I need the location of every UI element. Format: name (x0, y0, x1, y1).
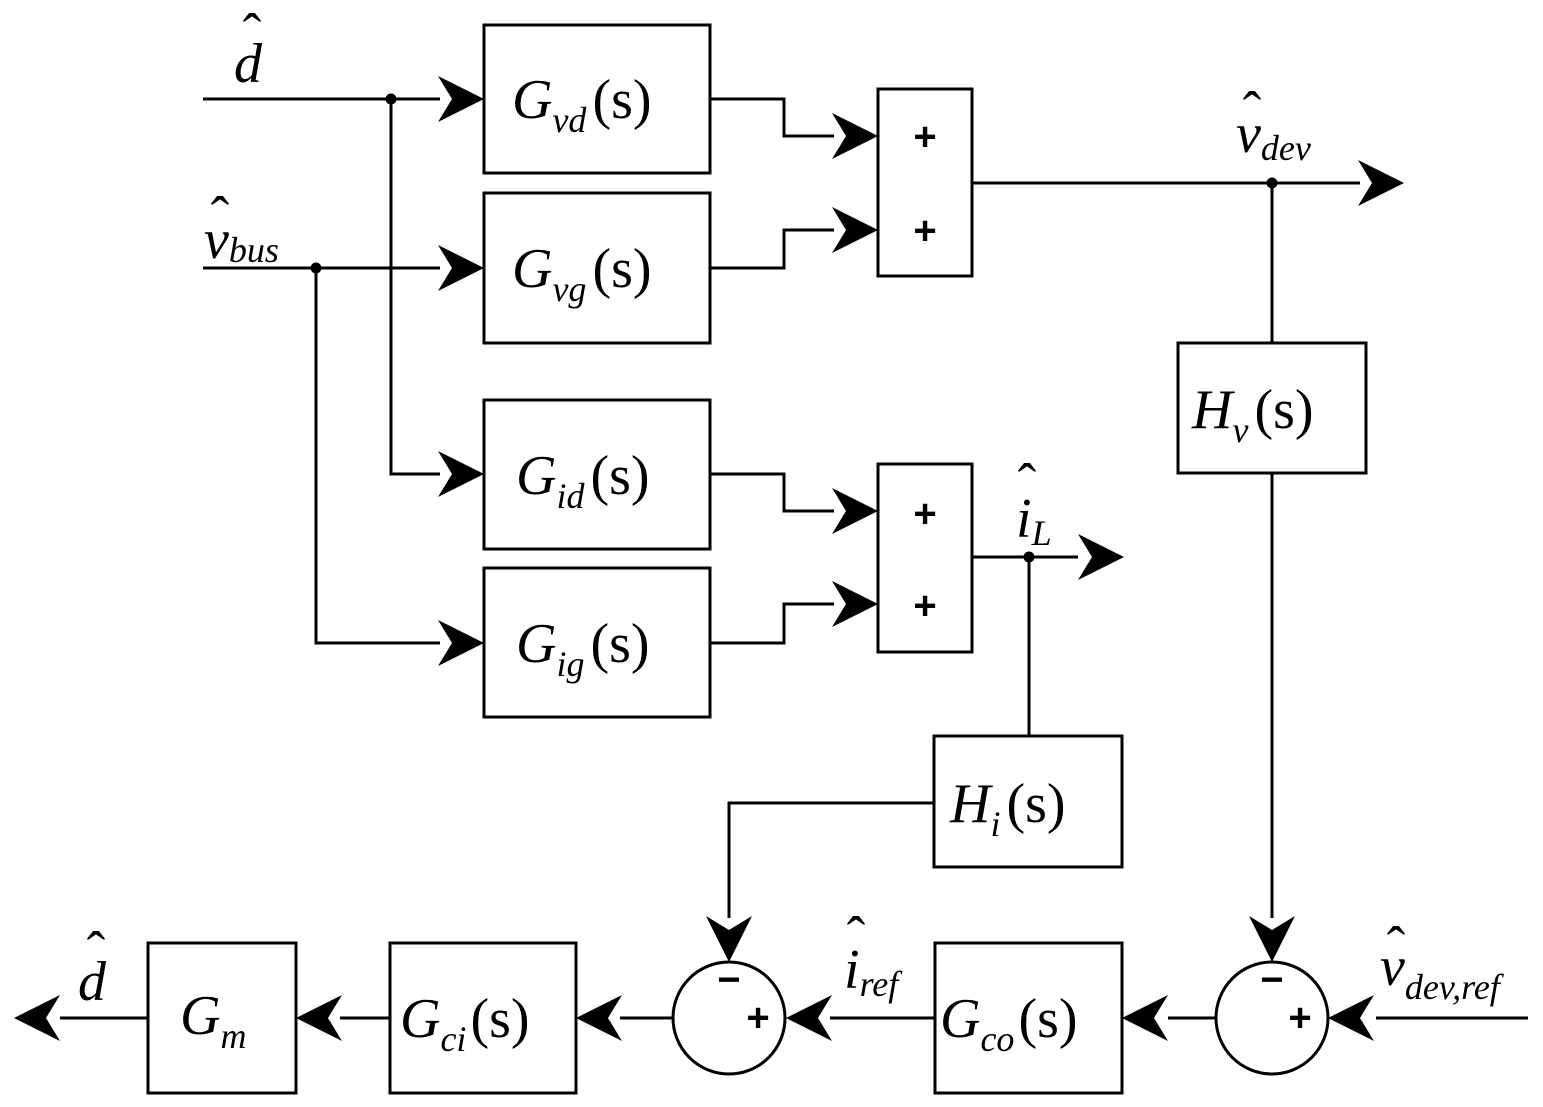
svg-text:vbus: vbus (204, 209, 279, 271)
svg-text:Gvg(s): Gvg(s) (512, 238, 652, 309)
svg-text:ˆ: ˆ (87, 921, 106, 983)
block-hi: Hi(s) (932, 734, 1124, 869)
junction-dot-il (1023, 551, 1035, 563)
arrow-into-sum-left (786, 995, 832, 1041)
label-vdev-ref: vdev,ref ˆ (1380, 916, 1505, 1007)
svg-text:iL: iL (1016, 488, 1052, 553)
svg-text:Gci(s): Gci(s) (400, 988, 530, 1059)
wire-gid-out (710, 472, 834, 513)
arrow-into-gvg (438, 245, 484, 291)
plus-sign: + (913, 492, 936, 536)
svg-text:Gig(s): Gig(s) (516, 613, 650, 684)
label-vbus: vbus ˆ (204, 186, 279, 271)
plus-sign: + (913, 584, 936, 628)
plus-sign: + (913, 115, 936, 159)
arrow-into-sum-right-top (1249, 916, 1295, 962)
minus-sign: − (717, 958, 740, 1002)
plus-sign: + (913, 209, 936, 253)
block-gci: Gci(s) (388, 941, 578, 1095)
wire-gvg-out (710, 228, 834, 270)
summer-current: + + (876, 462, 974, 654)
wire-vbus-branch (314, 268, 440, 645)
label-iref: iref ˆ (844, 906, 903, 1004)
svg-text:ˆ: ˆ (1387, 916, 1406, 978)
arrow-into-gvd (438, 76, 484, 122)
svg-text:Gid(s): Gid(s) (516, 445, 650, 516)
svg-text:vdev: vdev (1236, 103, 1311, 168)
svg-text:ˆ: ˆ (1018, 453, 1037, 515)
summer-voltage: + + (876, 87, 974, 278)
arrow-into-sum1-bot (832, 207, 878, 253)
arrow-into-gm (296, 995, 342, 1041)
arrow-into-sum1-top (832, 113, 878, 159)
junction-dot-vdev (1266, 177, 1278, 189)
arrow-into-sum-left-top (706, 916, 752, 962)
junction-dot-vbus (310, 262, 322, 274)
arrow-il-out (1078, 534, 1124, 580)
block-gig: Gig(s) (482, 566, 712, 719)
svg-text:iref: iref (844, 939, 903, 1004)
svg-text:d: d (78, 951, 107, 1013)
svg-text:Hi(s): Hi(s) (949, 773, 1066, 844)
arrowheads (14, 76, 1404, 1041)
plus-sign: + (746, 996, 769, 1040)
arrow-into-gci (576, 995, 622, 1041)
sum-junction-voltage: − + (1214, 958, 1330, 1076)
svg-text:d: d (234, 33, 263, 95)
svg-text:Hv(s): Hv(s) (1191, 379, 1314, 450)
svg-text:vdev,ref: vdev,ref (1380, 936, 1505, 1007)
arrow-d-out (14, 995, 60, 1041)
arrow-into-sum-right (1328, 995, 1374, 1041)
arrow-into-sum2-bot (832, 581, 878, 627)
arrow-vdev-out (1358, 160, 1404, 206)
block-gco: Gco(s) (933, 941, 1124, 1095)
block-gvg: Gvg(s) (482, 191, 712, 345)
minus-sign: − (1260, 958, 1283, 1002)
label-d-input: d ˆ (234, 3, 263, 95)
wire-gvd-out (710, 97, 834, 138)
block-hv: Hv(s) (1176, 341, 1368, 475)
arrow-into-gig (438, 620, 484, 666)
junction-dot-d (385, 93, 397, 105)
svg-text:Gvd(s): Gvd(s) (512, 69, 652, 140)
svg-text:ˆ: ˆ (1243, 81, 1262, 143)
svg-text:Gco(s): Gco(s) (940, 988, 1078, 1059)
svg-text:Gm: Gm (180, 985, 246, 1056)
wire-d-branch (389, 99, 440, 476)
wire-gig-out (710, 602, 834, 645)
svg-text:ˆ: ˆ (211, 186, 230, 248)
arrow-into-sum2-top (832, 488, 878, 534)
block-gvd: Gvd(s) (482, 23, 712, 175)
sum-junction-current: − + (671, 958, 787, 1076)
svg-text:ˆ: ˆ (243, 3, 262, 65)
block-gm: Gm (146, 941, 298, 1095)
wire-hi-to-sum (727, 801, 934, 918)
arrow-into-gid (438, 451, 484, 497)
block-gid: Gid(s) (482, 398, 712, 551)
label-d-output: d ˆ (78, 921, 107, 1013)
svg-text:ˆ: ˆ (847, 906, 866, 968)
plus-sign: + (1288, 996, 1311, 1040)
label-il: iL ˆ (1016, 453, 1052, 553)
label-vdev: vdev ˆ (1236, 81, 1311, 168)
arrow-into-gco (1122, 995, 1168, 1041)
